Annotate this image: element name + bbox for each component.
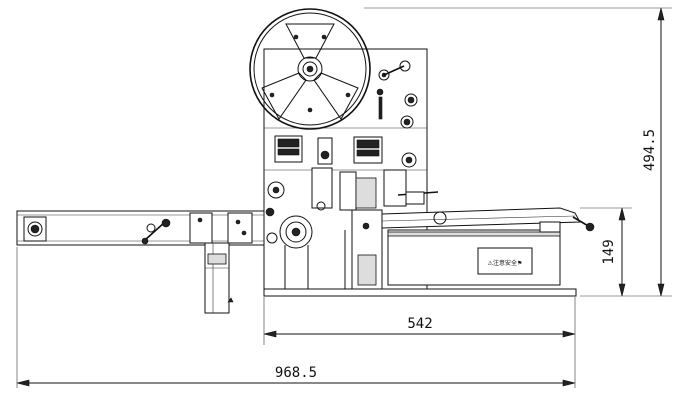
base-plate xyxy=(263,288,577,297)
dimension-base-width: 542 xyxy=(407,316,432,332)
tension-rollers xyxy=(376,60,418,168)
dimension-overall-width: 968.5 xyxy=(275,365,317,381)
temperature-controllers xyxy=(274,135,383,165)
left-conveyor-arm xyxy=(16,210,269,314)
control-panel-text: ⚠注意安全⚑ xyxy=(488,259,523,267)
dimension-base-height: 149 xyxy=(601,239,617,264)
dimension-lines xyxy=(16,7,672,388)
label-reel xyxy=(249,8,371,130)
dimension-overall-height: 494.5 xyxy=(642,129,658,171)
right-conveyor: ⚠注意安全⚑ xyxy=(381,207,595,286)
